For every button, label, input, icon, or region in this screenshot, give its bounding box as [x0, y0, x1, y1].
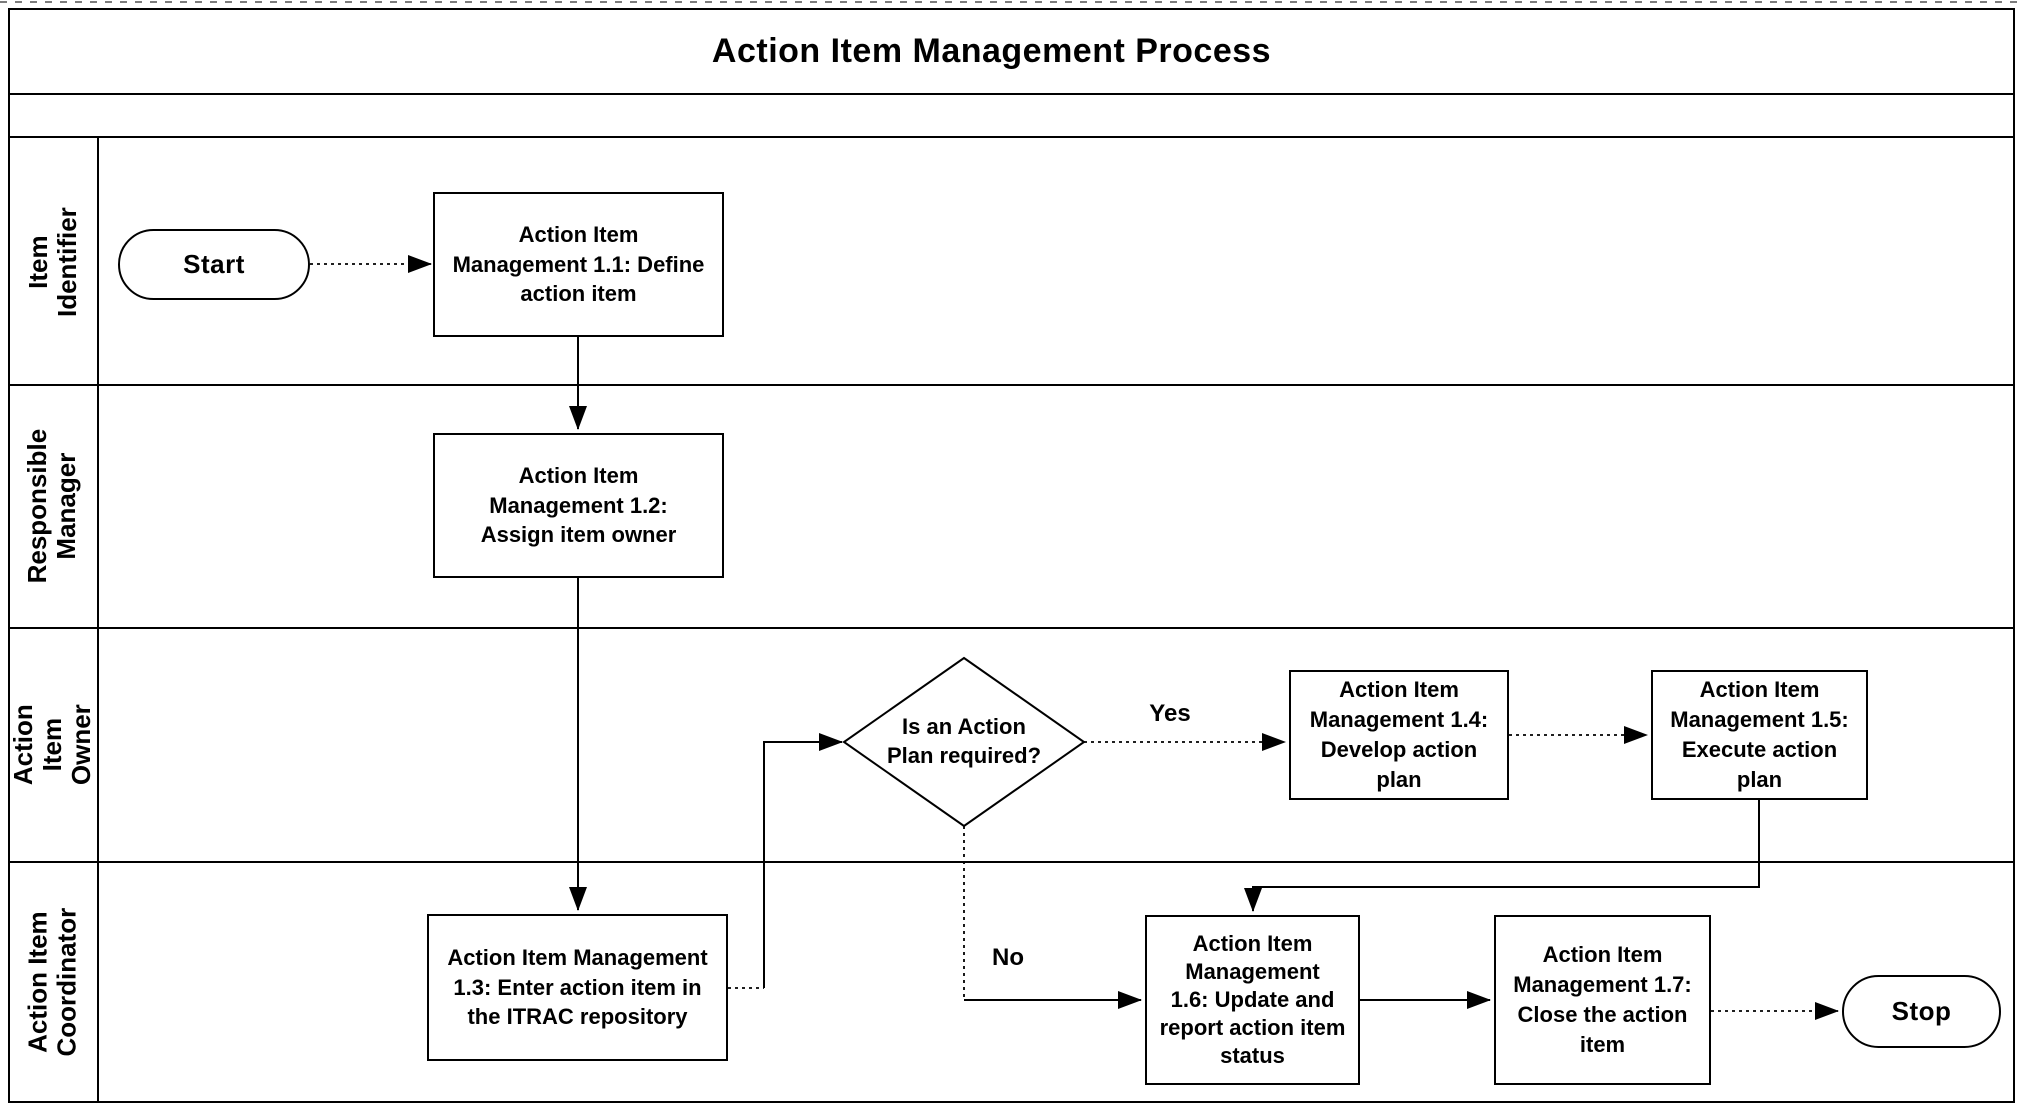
yes-branch-label: Yes — [1149, 700, 1191, 727]
process-box-1-6: Action Item Management 1.6: Update and r… — [1145, 915, 1360, 1085]
process-box-1-4: Action Item Management 1.4: Develop acti… — [1289, 670, 1509, 800]
lane-divider-3 — [8, 861, 2015, 863]
stop-terminator: Stop — [1842, 975, 2001, 1048]
process-box-1-2: Action Item Management 1.2: Assign item … — [433, 433, 724, 578]
lanes-top-divider — [8, 136, 2015, 138]
scan-artifact-line — [0, 1, 2025, 3]
process-box-1-3: Action Item Management 1.3: Enter action… — [427, 914, 728, 1061]
page-title: Action Item Management Process — [711, 32, 1272, 70]
diagram-outer-border — [8, 8, 2015, 1103]
title-row-divider — [8, 93, 2015, 95]
decision-diamond-shape — [842, 656, 1086, 828]
lane-label-column-divider — [97, 136, 99, 1103]
process-box-1-7: Action Item Management 1.7: Close the ac… — [1494, 915, 1711, 1085]
process-box-1-5: Action Item Management 1.5: Execute acti… — [1651, 670, 1868, 800]
no-branch-label: No — [992, 944, 1024, 971]
start-terminator: Start — [118, 229, 310, 300]
process-box-1-1: Action Item Management 1.1: Define actio… — [433, 192, 724, 337]
flow-arrow-1-5-to-1-6 — [1244, 800, 1760, 912]
lane-divider-1 — [8, 384, 2015, 386]
lane-divider-2 — [8, 627, 2015, 629]
flow-arrow-1-3-to-decision — [763, 733, 843, 988]
decision-label: Is an Action Plan required? — [886, 714, 1042, 768]
